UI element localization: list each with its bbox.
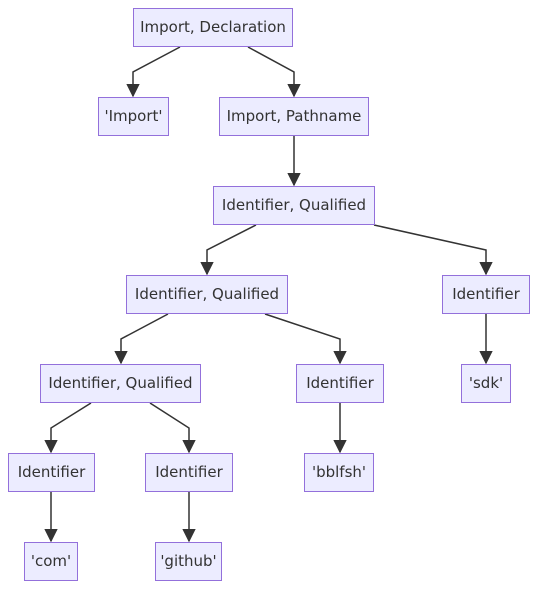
node-import-literal: 'Import'	[98, 97, 169, 136]
node-identifier-com: Identifier	[8, 453, 95, 492]
edge-qualified-mid-to-qualified-leaf	[114, 313, 169, 365]
node-identifier-sdk: Identifier	[442, 275, 530, 314]
edge-qualified-mid-to-identifier-bblfsh	[264, 313, 347, 365]
edge-declaration-to-pathname	[247, 46, 301, 98]
node-identifier-github: Identifier	[145, 453, 233, 492]
node-identifier-bblfsh: Identifier	[296, 364, 384, 403]
node-identifier-qualified-mid: Identifier, Qualified	[126, 275, 288, 314]
node-literal-sdk: 'sdk'	[461, 364, 511, 403]
edge-qualified-leaf-to-identifier-com	[44, 402, 92, 454]
node-import-pathname: Import, Pathname	[219, 97, 369, 136]
node-literal-com: 'com'	[24, 542, 78, 581]
node-import-declaration: Import, Declaration	[133, 8, 293, 47]
edge-qualified-leaf-to-identifier-github	[149, 402, 196, 454]
edge-qualified-root-to-identifier-sdk	[373, 224, 493, 276]
node-identifier-qualified-root: Identifier, Qualified	[213, 186, 375, 225]
edge-qualified-root-to-qualified-mid	[200, 224, 257, 276]
edge-declaration-to-import-literal	[126, 46, 181, 98]
node-literal-github: 'github'	[155, 542, 222, 581]
node-identifier-qualified-leaf: Identifier, Qualified	[40, 364, 201, 403]
node-literal-bblfsh: 'bblfsh'	[304, 453, 374, 492]
